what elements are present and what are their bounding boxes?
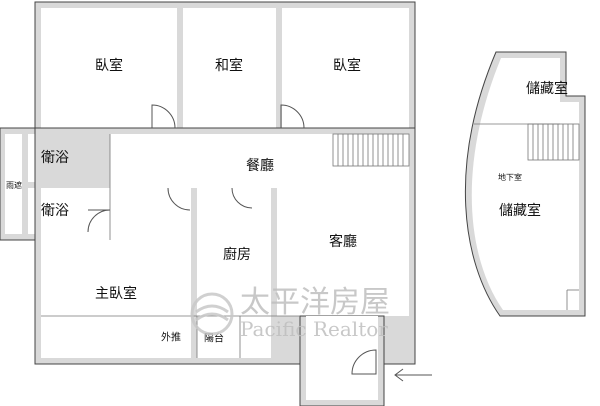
label-basement-title: 地下室 [498,172,522,182]
label-living: 客廳 [329,233,357,250]
label-bedroom-right: 臥室 [333,57,361,74]
main-floor-walls [0,1,416,406]
watermark: 太平洋房屋 Pacific Realtor [190,285,390,341]
interior-lines [41,133,432,382]
label-dining: 餐廳 [246,157,274,174]
watermark-brand-cn: 太平洋房屋 [240,285,390,320]
label-storage-lower: 儲藏室 [499,202,541,219]
label-japanese-room: 和室 [215,57,243,74]
label-bath-lower: 衛浴 [41,203,69,219]
stairs-main [332,133,410,167]
label-bath-upper: 衛浴 [41,150,69,166]
label-kitchen: 廚房 [223,246,251,263]
pacific-logo-icon [190,292,234,336]
label-storage-upper: 儲藏室 [526,80,568,97]
label-outer-push: 外推 [161,331,181,344]
label-rain-shelter: 雨遮 [6,180,22,190]
basement-plan: 儲藏室 地下室 儲藏室 [464,51,586,317]
label-bedroom-left: 臥室 [95,57,123,74]
watermark-brand-en: Pacific Realtor [240,317,388,341]
label-master-bedroom: 主臥室 [95,285,137,302]
door-swings [87,104,377,375]
room-labels: 臥室 和室 臥室 衛浴 衛浴 餐廳 廚房 客廳 主臥室 外推 陽台 雨遮 [6,57,361,345]
